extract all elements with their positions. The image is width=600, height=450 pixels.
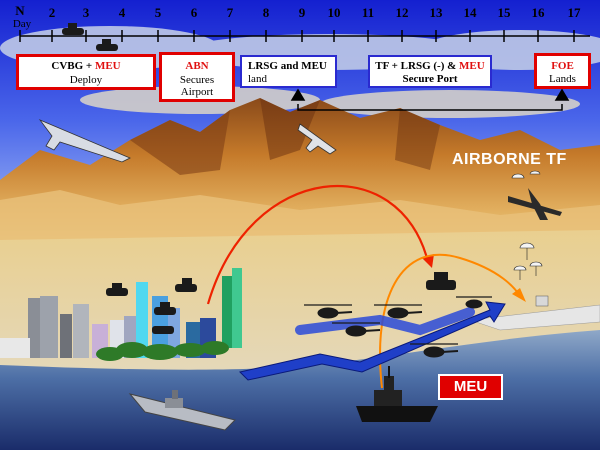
phase-cvbg-prefix: CVBG + — [51, 60, 95, 72]
phase-connector — [290, 88, 570, 111]
phase-abn-line2: Secures — [179, 74, 215, 86]
phase-cvbg-meu: MEU — [94, 60, 121, 72]
carrier-battle-group-ship — [128, 390, 236, 431]
airborne-tf-label: AIRBORNE TF — [452, 151, 567, 168]
meu-amphibious-ship — [356, 366, 438, 422]
day-17: 17 — [567, 5, 581, 20]
phase-box-tf-secure-port: TF + LRSG (-) & MEU Secure Port — [368, 55, 492, 88]
day-5: 5 — [154, 5, 162, 20]
phase-foe-line2: Lands — [549, 73, 576, 85]
day-13: 13 — [429, 5, 443, 20]
paratrooper-icons — [511, 170, 543, 280]
day-12: 12 — [395, 5, 409, 20]
amphibious-assault-arrow — [239, 301, 506, 381]
city — [0, 268, 242, 361]
phase-tf-title: TF + LRSG (-) & MEU — [370, 60, 490, 72]
sea — [0, 330, 600, 450]
phase-lrsg-line2: land — [248, 73, 267, 85]
airborne-assault-arrow — [206, 185, 430, 305]
day-3: 3 — [82, 5, 90, 20]
day-14: 14 — [463, 5, 477, 20]
phase-box-abn-airport: ABN Secures Airport — [159, 52, 235, 102]
day-16: 16 — [531, 5, 545, 20]
transport-aircraft-icon — [297, 123, 337, 155]
phase-cvbg-title: CVBG + MEU — [19, 60, 153, 72]
day-15: 15 — [497, 5, 511, 20]
phase-abn-title: ABN — [185, 60, 209, 72]
timeline-tank-icons — [62, 23, 118, 51]
phase-abn-line3: Airport — [180, 86, 214, 98]
phase-box-lrsg-meu-land: LRSG and MEU land — [240, 55, 337, 88]
phase-tf-meu: MEU — [459, 60, 485, 72]
timeline-axis — [19, 30, 590, 42]
day-11: 11 — [361, 5, 375, 20]
day-7: 7 — [226, 5, 234, 20]
helicopter-icons — [304, 296, 492, 358]
phase-lrsg-line1: LRSG and MEU — [248, 60, 327, 72]
airfield — [469, 295, 600, 331]
phase-tf-line2: Secure Port — [402, 73, 458, 85]
cargo-plane-icon — [508, 188, 562, 220]
timeline-day-label: Day — [12, 18, 32, 30]
helicopter-route-arrowhead — [512, 288, 526, 302]
day-2: 2 — [48, 5, 56, 20]
day-6: 6 — [190, 5, 198, 20]
timeline-n-label: N — [15, 3, 25, 18]
phase-cvbg-line2: Deploy — [69, 74, 103, 86]
phase-foe-title: FOE — [551, 60, 574, 72]
day-9: 9 — [298, 5, 306, 20]
helicopter-route-arrow — [379, 253, 521, 389]
day-8: 8 — [262, 5, 270, 20]
day-10: 10 — [327, 5, 341, 20]
day-4: 4 — [118, 5, 126, 20]
phase-box-foe-lands: FOE Lands — [534, 53, 591, 89]
fighter-jet-icon — [38, 119, 131, 163]
tank-icons — [106, 272, 456, 334]
phase-box-cvbg-deploy: CVBG + MEU Deploy — [16, 54, 156, 90]
phase-tf-prefix: TF + LRSG (-) & — [375, 60, 460, 72]
meu-callout: MEU — [438, 374, 503, 400]
